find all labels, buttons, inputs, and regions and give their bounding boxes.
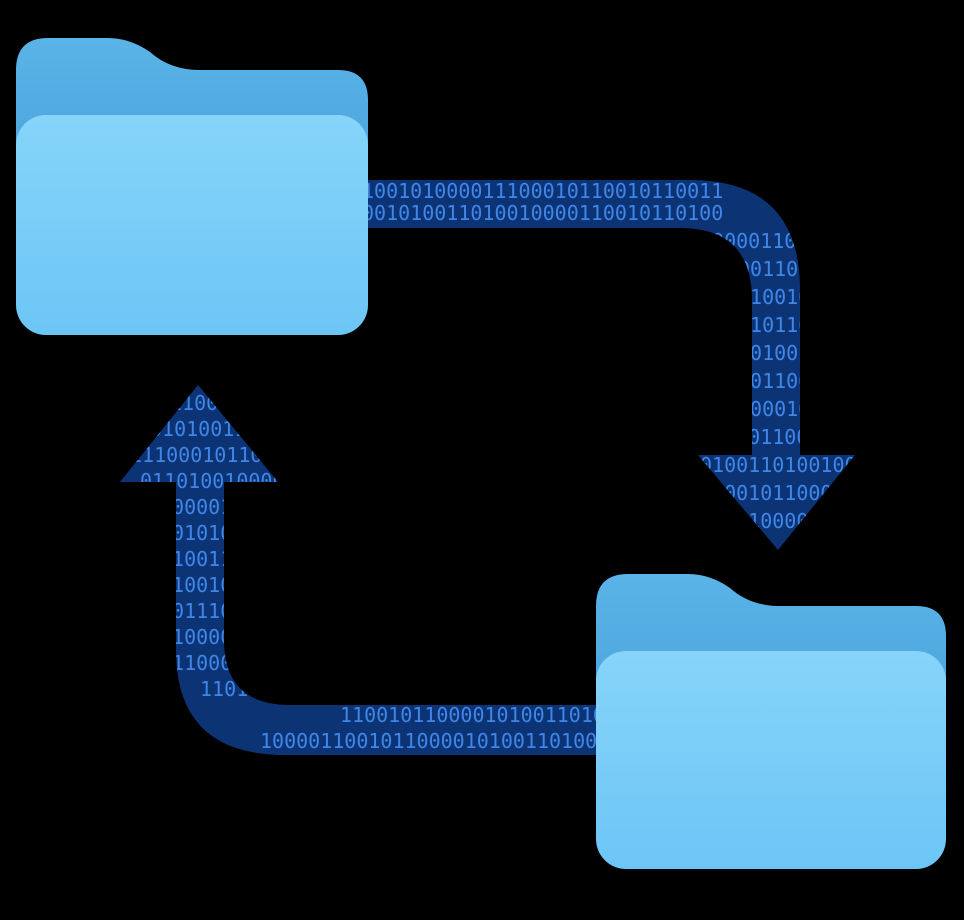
down-arrow-icon: 1001010000111000101100101100110010100110… (360, 179, 931, 550)
binary-text-row: 1000101001101001 (738, 397, 931, 421)
binary-text-row: 1010010000110010 (738, 341, 931, 365)
binary-text-row: 0110100100001100 (140, 469, 333, 493)
binary-text-row: 0010100110100100 (160, 521, 353, 545)
binary-text-row: 100001100101100001 (700, 229, 917, 253)
binary-text-row: 0101001101001000 (150, 417, 343, 441)
binary-text-row: 0100110100100001 (700, 453, 893, 477)
binary-text-row: 001010011010010000110010110100 (362, 201, 723, 225)
binary-text-row: 0011001011000010 (738, 369, 931, 393)
binary-text-row: 1000011001011000 (160, 495, 353, 519)
binary-text-row: 100101000011100010110010110011 (362, 179, 723, 203)
binary-text-row: 1000011001011000010100110100 (260, 729, 597, 753)
binary-text-row: 1101001000011001 (200, 677, 393, 701)
binary-text-row: 1110001011001011 (130, 443, 323, 467)
binary-text-row: 1100101100001010011010010000 (340, 703, 677, 727)
binary-text-row: 0011100010110010 (160, 599, 353, 623)
binary-text-row: 0101100001010011 (700, 509, 893, 533)
folder-icon (596, 574, 946, 869)
binary-text-row: 0110000101001101 (160, 651, 353, 675)
binary-text-row: 1100101100001010 (738, 285, 931, 309)
binary-text-row: 0011010010000110 (738, 257, 931, 281)
binary-text-row: 0100110100100001 (160, 547, 353, 571)
binary-text-row: 1100101100001010 (700, 481, 893, 505)
binary-stream-top: 1001010000111000101100101100110010100110… (362, 179, 931, 533)
binary-text-row: 1100101100001010 (170, 391, 363, 415)
binary-text-row: 0100000110010110 (160, 625, 353, 649)
up-arrow-icon: 1100101100001010011010010000100001100101… (120, 385, 677, 755)
binary-text-row: 1100101100001010 (160, 573, 353, 597)
binary-text-row: 1000011001011000 (700, 425, 893, 449)
folder-icon (16, 38, 368, 335)
binary-text-row: 0101100001010011 (738, 313, 931, 337)
